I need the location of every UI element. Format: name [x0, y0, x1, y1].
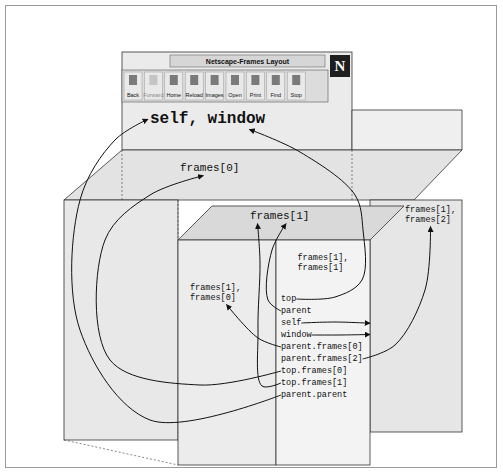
logo-box — [330, 55, 350, 77]
reference-name: top.frames[1] — [281, 378, 347, 388]
logo-letter: N — [335, 59, 346, 74]
frame-panel: frames[1], frames[1] top parent self window p… — [276, 240, 370, 465]
reference-item: self — [281, 318, 301, 328]
reference-item: parent.frames[0] — [281, 342, 363, 352]
reference-name: parent.parent — [281, 390, 347, 400]
toolbar-button — [226, 72, 244, 100]
browser-window-face — [122, 52, 352, 150]
frame-name: frames[1], frames[1] — [297, 254, 348, 274]
right-panel — [370, 200, 462, 432]
toolbar-button — [246, 72, 264, 100]
frames1-top-face — [178, 206, 404, 240]
toolbar-icon — [272, 75, 280, 85]
frame-label-box: frames[1], frames[2] — [403, 205, 458, 227]
reference-name: parent.frames[2] — [281, 354, 363, 364]
reference-name: top — [281, 294, 296, 304]
reference-arrow — [96, 176, 281, 385]
reference-item: top.frames[0] — [281, 366, 347, 376]
toolbar-button — [206, 72, 224, 100]
reference-arrow — [363, 227, 431, 359]
reference-name: parent — [281, 306, 312, 316]
toolbar-icon — [170, 75, 178, 85]
toolbar-button-label: Images — [206, 93, 224, 99]
left-panel — [64, 200, 178, 440]
reference-item: parent.parent — [281, 390, 347, 400]
toolbar-icon — [129, 75, 137, 85]
reference-item: window — [281, 330, 312, 340]
toolbar-button-label: Stop — [291, 93, 302, 99]
reference-name: parent.frames[0] — [281, 342, 363, 352]
toolbar-button-label: Forward — [143, 93, 163, 99]
toolbar-button-label: Print — [250, 93, 261, 99]
frame-label-box: frames[1], frames[0] — [188, 283, 243, 305]
reference-arrow — [227, 305, 281, 347]
toolbar — [122, 70, 328, 102]
toolbar-icon — [292, 75, 300, 85]
front-left-panel — [178, 240, 276, 465]
window-label-box: self, window — [148, 109, 267, 129]
frame-name: frames[1] — [250, 210, 309, 223]
title-bar — [170, 55, 325, 67]
front-center-panel — [276, 240, 370, 465]
frame-label-box: frames[0] — [178, 161, 241, 176]
frame-name: frames[1], frames[2] — [405, 206, 456, 226]
toolbar-icon — [149, 75, 157, 85]
frame-name: frames[1], frames[0] — [190, 284, 241, 304]
toolbar-icon — [211, 75, 219, 85]
toolbar-button-label: Reload — [185, 93, 202, 99]
frame-name: self, window — [150, 110, 265, 128]
reference-item: parent.frames[2] — [281, 354, 363, 364]
depth-line — [122, 150, 123, 200]
reference-arrow — [312, 334, 370, 336]
toolbar-icon — [190, 75, 198, 85]
reference-name: window — [281, 330, 312, 340]
reference-name: top.frames[0] — [281, 366, 347, 376]
reference-item: top — [281, 294, 296, 304]
toolbar-icon — [251, 75, 259, 85]
reference-arrow — [301, 322, 370, 323]
toolbar-buttons — [124, 72, 305, 100]
toolbar-button-label: Open — [228, 93, 241, 99]
window-title: Netscape-Frames Layout — [206, 58, 289, 65]
frame-label-box: frames[1] — [248, 209, 311, 224]
toolbar-button — [124, 72, 142, 100]
reference-arrow — [257, 224, 281, 387]
toolbar-button — [287, 72, 305, 100]
reference-item: parent — [281, 306, 312, 316]
toolbar-button — [165, 72, 183, 100]
reference-item: top.frames[1] — [281, 378, 347, 388]
frame-name: frames[0] — [180, 162, 239, 175]
depth-line — [352, 150, 353, 200]
toolbar-button — [267, 72, 285, 100]
reference-name: self — [281, 318, 301, 328]
depth-line — [64, 440, 178, 465]
frames0-band — [64, 150, 462, 200]
toolbar-icon — [231, 75, 239, 85]
toolbar-button-label: Find — [270, 93, 281, 99]
toolbar-button-label: Home — [166, 93, 181, 99]
back-wall — [352, 110, 462, 150]
picture-border — [6, 6, 497, 468]
toolbar-button — [185, 72, 203, 100]
reference-arrow — [72, 119, 281, 422]
toolbar-button-label: Back — [127, 93, 139, 99]
depth-line — [178, 200, 179, 240]
